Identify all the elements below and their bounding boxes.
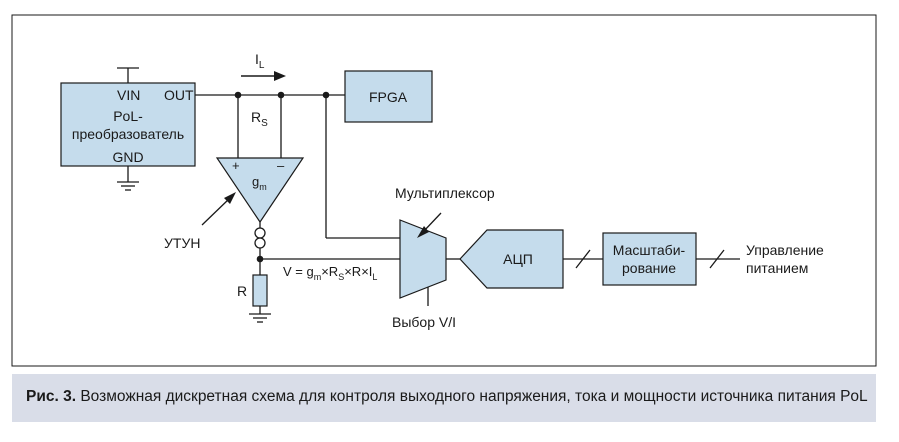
converter-name-line2: преобразователь [72,126,184,142]
transconductance-amplifier [215,157,305,224]
gm-label: gm [252,174,267,192]
diagram-frame [11,14,877,367]
ground-icon [249,313,271,323]
fpga-block [344,70,433,123]
converter-name-line1: PoL- [113,108,143,124]
scaling-block [602,232,697,286]
bus-slash-icon [575,249,591,269]
gnd-pin-label: GND [112,149,143,165]
multiplexer [399,219,447,299]
out-pin-label: OUT [164,87,194,103]
pol-converter-block [60,82,196,167]
amp-plus-label: + [232,158,240,173]
resistor-label: R [237,283,247,299]
amp-minus-label: – [277,158,285,173]
utun-pointer [201,197,231,226]
mux-arrow-icon [417,226,429,238]
vin-pin-label: VIN [117,87,140,103]
mux-select-label: Выбор V/I [392,314,456,330]
current-label: IL [255,51,265,71]
caption-prefix: Рис. 3. [26,388,77,405]
utun-arrow-icon [224,192,236,204]
current-source-icon [254,237,266,249]
scaling-label-line1: Масштаби- [613,242,686,258]
junction-dots [234,91,330,263]
rs-label: RS [251,109,268,129]
adc-label: АЦП [503,251,533,267]
figure-caption: Рис. 3. Возможная дискретная схема для к… [12,374,876,422]
resistor [252,274,268,307]
power-mgmt-label-line2: питанием [746,260,808,276]
scaling-label-line2: рование [622,260,676,276]
power-mgmt-label-line1: Управление [746,242,824,258]
fpga-label: FPGA [369,89,408,105]
ground-icon [117,181,139,191]
bus-slash-icon [709,249,725,269]
adc-block [459,229,564,289]
caption-text: Возможная дискретная схема для контроля … [76,388,868,405]
utun-label: УТУН [164,235,200,251]
multiplexer-label: Мультиплексор [395,185,495,201]
current-source-icon [254,227,266,239]
formula-label: V = gm×RS×R×IL [283,264,377,282]
current-arrow-icon [241,71,286,81]
